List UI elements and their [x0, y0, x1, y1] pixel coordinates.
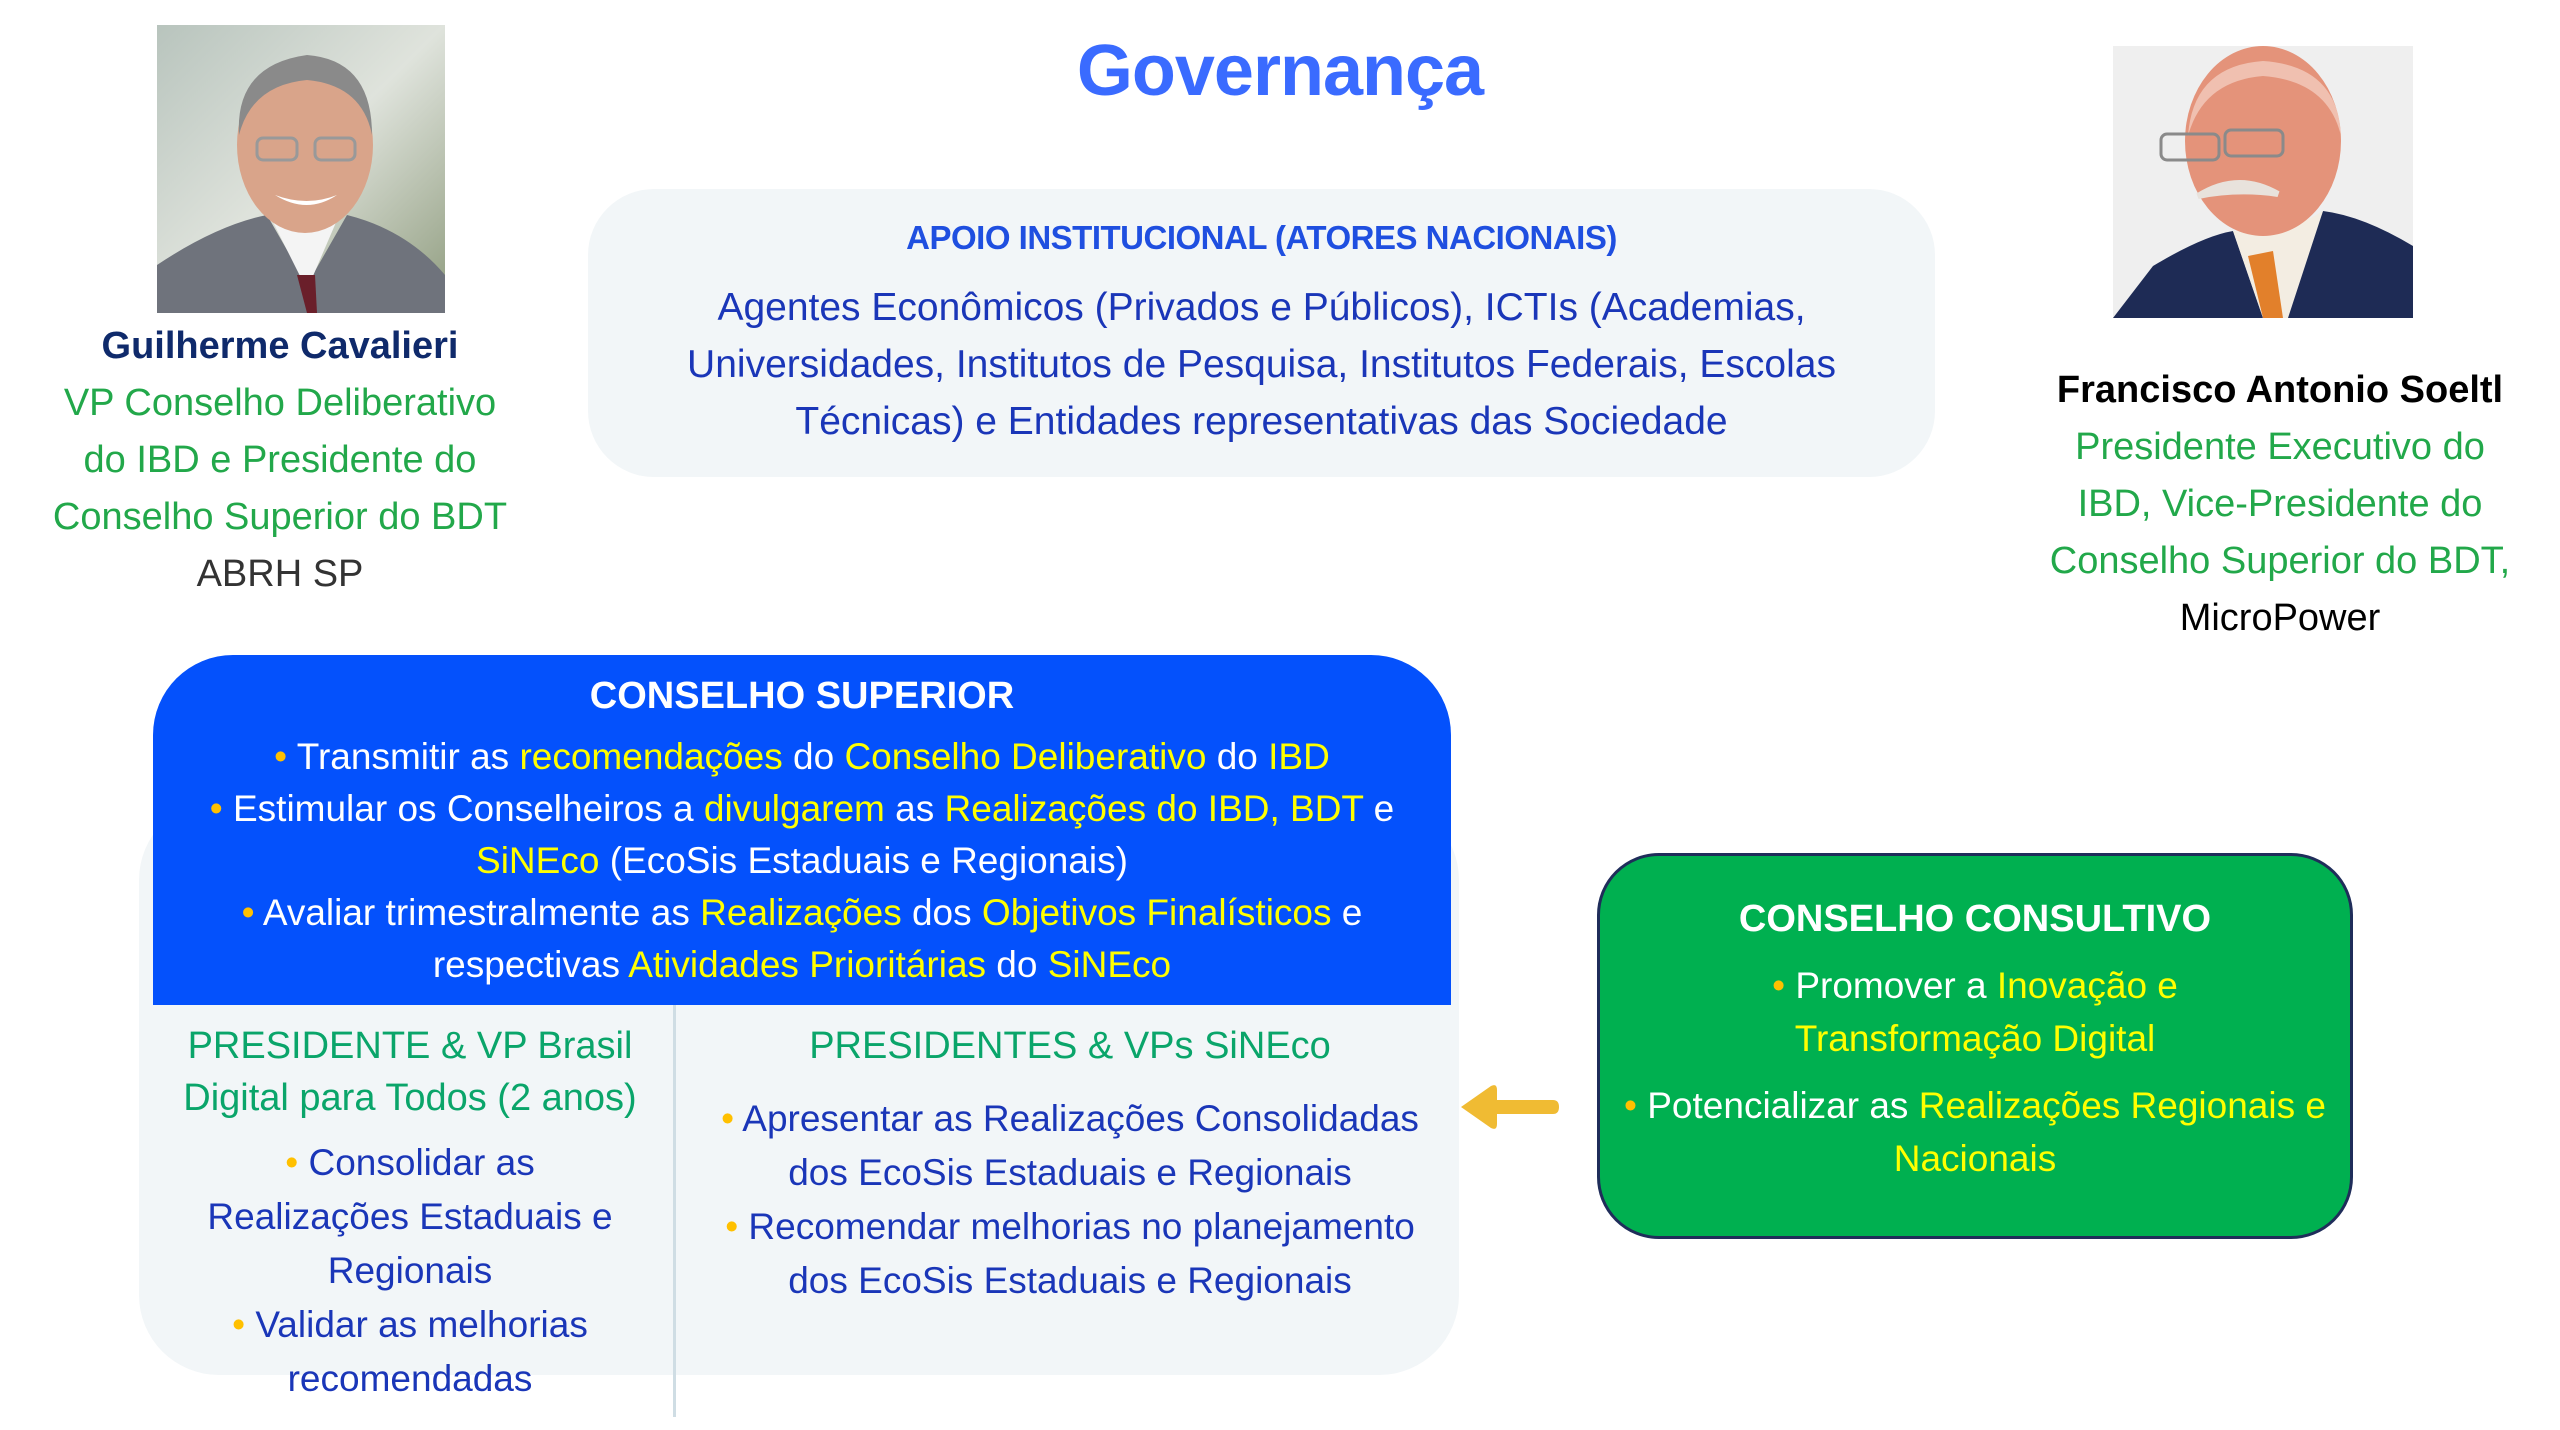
right-person-name: Francisco Antonio Soeltl — [2056, 369, 2504, 411]
text: Promover a — [1795, 965, 1997, 1006]
right-person-org: MicroPower — [2179, 597, 2381, 639]
conselho-superior-item: • Estimular os Conselheiros a divulgarem… — [173, 783, 1431, 887]
apoio-body: Agentes Econômicos (Privados e Públicos)… — [687, 286, 1836, 443]
text: e — [1363, 788, 1395, 829]
text: as — [884, 788, 945, 829]
highlighted-text: Atividades Prioritárias — [628, 944, 987, 985]
presidentes-sineco-column: PRESIDENTES & VPs SiNEco • Apresentar as… — [690, 1020, 1450, 1308]
right-person-role-line: Presidente Executivo do — [2075, 426, 2485, 468]
right-person-photo — [2113, 46, 2413, 318]
person-photo-icon — [157, 25, 445, 313]
apoio-institucional-box: APOIO INSTITUCIONAL (ATORES NACIONAIS) A… — [588, 189, 1935, 477]
bullet-icon: • — [241, 892, 263, 933]
highlighted-text: Realizações Regionais e Nacionais — [1893, 1085, 2326, 1179]
presidentes-sineco-item: • Apresentar as Realizações Consolidadas… — [721, 1098, 1419, 1193]
left-person-name: Guilherme Cavalieri — [101, 325, 459, 367]
left-person-caption: Guilherme Cavalieri VP Conselho Delibera… — [0, 318, 560, 603]
presidente-brasil-column: PRESIDENTE & VP Brasil Digital para Todo… — [150, 1020, 670, 1406]
presidente-brasil-item: • Consolidar as Realizações Estaduais e … — [207, 1142, 613, 1291]
highlighted-text: Conselho Deliberativo — [844, 736, 1207, 777]
bullet-icon: • — [1772, 965, 1796, 1006]
conselho-consultivo-title: CONSELHO CONSULTIVO — [1738, 898, 2212, 940]
presidente-brasil-list: • Consolidar as Realizações Estaduais e … — [150, 1136, 670, 1406]
text: e respectivas — [432, 892, 1363, 985]
conselho-superior-item: • Avaliar trimestralmente as Realizações… — [173, 887, 1431, 991]
highlighted-text: Inovação e Transformação Digital — [1794, 965, 2178, 1059]
text: Avaliar trimestralmente as — [262, 892, 701, 933]
left-person-role-line: VP Conselho Deliberativo — [63, 382, 497, 424]
highlighted-text: SiNEco — [476, 840, 600, 881]
text: (EcoSis Estaduais e Regionais) — [599, 840, 1128, 881]
bullet-icon: • — [209, 788, 233, 829]
highlighted-text: recomendações — [519, 736, 783, 777]
text: dos — [901, 892, 982, 933]
right-person-role-line: Conselho Superior do BDT, — [2049, 540, 2511, 582]
apoio-title: APOIO INSTITUCIONAL (ATORES NACIONAIS) — [906, 219, 1617, 256]
highlighted-text: IBD — [1268, 736, 1330, 777]
left-person-role-line: Conselho Superior do BDT — [52, 496, 508, 538]
highlighted-text: divulgarem — [703, 788, 885, 829]
left-person-org: ABRH SP — [196, 553, 364, 595]
conselho-superior-box: CONSELHO SUPERIOR • Transmitir as recome… — [153, 655, 1451, 1005]
presidentes-sineco-title: PRESIDENTES & VPs SiNEco — [809, 1025, 1331, 1067]
arrow-left-icon — [1455, 1082, 1563, 1132]
presidentes-sineco-list: • Apresentar as Realizações Consolidadas… — [690, 1092, 1450, 1308]
presidentes-sineco-item: • Recomendar melhorias no planejamento d… — [725, 1206, 1415, 1301]
presidente-brasil-title: PRESIDENTE & VP Brasil Digital para Todo… — [183, 1025, 637, 1119]
conselho-superior-title: CONSELHO SUPERIOR — [589, 675, 1015, 717]
presidente-brasil-item: • Validar as melhorias recomendadas — [232, 1304, 588, 1399]
right-person-role-line: IBD, Vice-Presidente do — [2077, 483, 2483, 525]
page-title: Governança — [1076, 31, 1484, 111]
highlighted-text: Realizações — [700, 892, 902, 933]
bullet-icon: • — [285, 1142, 309, 1183]
text: do — [1206, 736, 1269, 777]
person-photo-icon — [2113, 46, 2413, 318]
highlighted-text: Objetivos Finalísticos — [981, 892, 1332, 933]
text: Potencializar as — [1647, 1085, 1919, 1126]
conselho-superior-item: • Transmitir as recomendações do Conselh… — [173, 731, 1431, 783]
conselho-consultivo-list: • Promover a Inovação e Transformação Di… — [1600, 959, 2350, 1185]
conselho-consultivo-item: • Promover a Inovação e Transformação Di… — [1600, 959, 2350, 1065]
left-person-photo — [157, 25, 445, 313]
conselho-consultivo-item: • Potencializar as Realizações Regionais… — [1600, 1079, 2350, 1185]
text: do — [986, 944, 1048, 985]
bullet-icon: • — [232, 1304, 256, 1345]
column-divider — [673, 1005, 676, 1417]
conselho-consultivo-box: CONSELHO CONSULTIVO • Promover a Inovaçã… — [1597, 853, 2353, 1239]
left-person-role-line: do IBD e Presidente do — [83, 439, 477, 481]
bullet-icon: • — [721, 1098, 743, 1139]
text: do — [782, 736, 845, 777]
bullet-icon: • — [1624, 1085, 1648, 1126]
highlighted-text: Realizações do IBD, BDT — [944, 788, 1364, 829]
text: Estimular os Conselheiros a — [232, 788, 704, 829]
bullet-icon: • — [725, 1206, 749, 1247]
right-person-caption: Francisco Antonio Soeltl Presidente Exec… — [1990, 362, 2560, 647]
conselho-superior-list: • Transmitir as recomendações do Conselh… — [153, 731, 1451, 991]
text: Transmitir as — [296, 736, 520, 777]
highlighted-text: SiNEco — [1047, 944, 1172, 985]
bullet-icon: • — [274, 736, 297, 777]
